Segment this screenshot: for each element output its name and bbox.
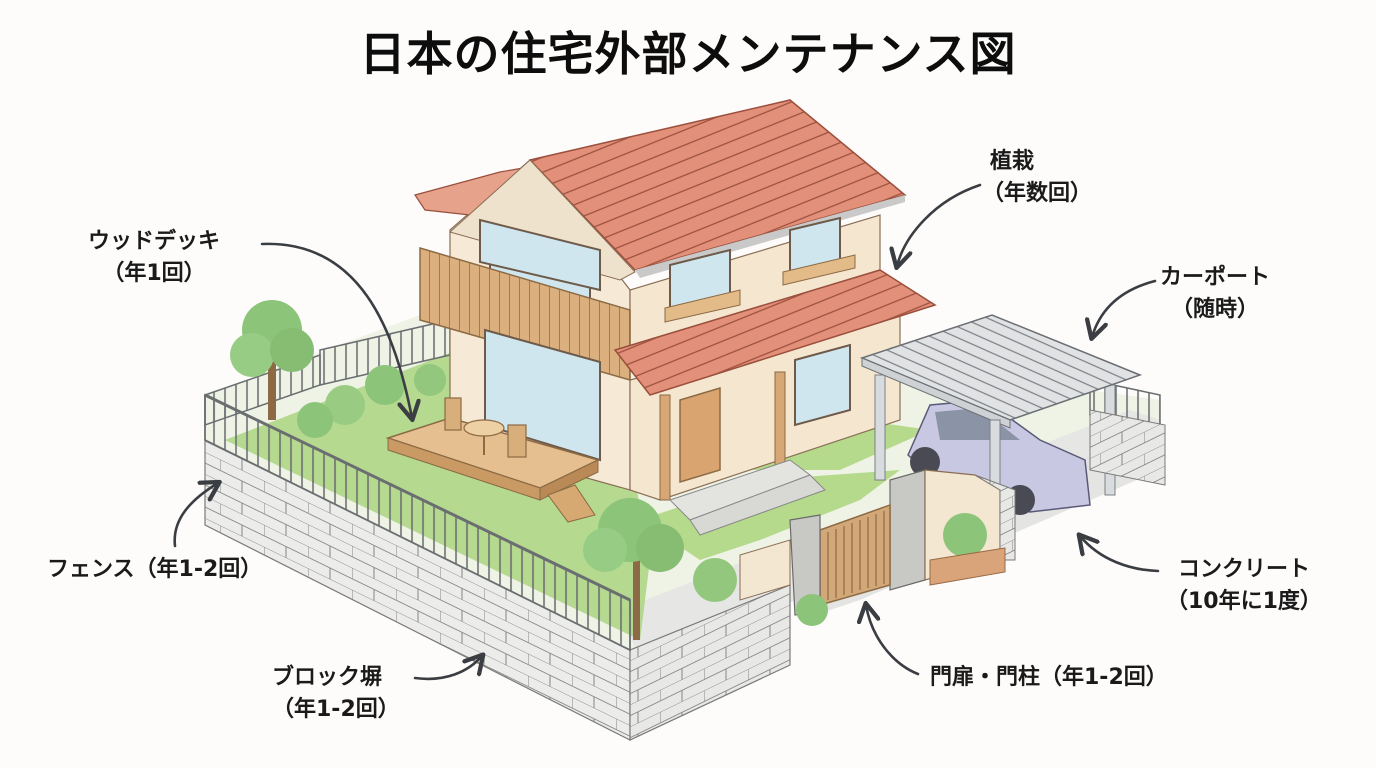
page-title: 日本の住宅外部メンテナンス図 [359, 27, 1017, 81]
gate-and-posts [789, 469, 1016, 626]
label-planting: 植栽 （年数回） [982, 146, 1092, 210]
callout-arrows [173, 183, 1160, 681]
label-concrete-frequency: （10年に1度） [1166, 589, 1322, 614]
garden-trees [230, 300, 446, 438]
label-carport-frequency: （随時） [1171, 297, 1260, 322]
arrow-carport [1092, 279, 1157, 337]
label-planting-frequency: （年数回） [982, 181, 1093, 206]
label-wood-deck: ウッドデッキ （年1回） [88, 226, 220, 290]
arrow-wood-deck [260, 242, 412, 418]
label-concrete: コンクリート （10年に1度） [1166, 554, 1322, 618]
arrow-concrete [1080, 536, 1160, 573]
label-wood-deck-name: ウッドデッキ [88, 229, 221, 254]
label-concrete-name: コンクリート [1177, 557, 1310, 582]
label-block-wall: ブロック塀 （年1-2回） [272, 662, 400, 726]
right-block-wall [1089, 409, 1166, 486]
label-fence-name: フェンス（年1-2回） [47, 557, 263, 582]
label-fence: フェンス（年1-2回） [47, 554, 262, 586]
label-block-wall-name: ブロック塀 [272, 665, 383, 690]
label-block-wall-frequency: （年1-2回） [272, 697, 400, 722]
front-tree [583, 498, 737, 640]
arrow-gate [866, 605, 920, 676]
arrow-block-wall [413, 656, 482, 681]
label-carport: カーポート （随時） [1160, 262, 1270, 326]
wood-deck [385, 397, 601, 523]
arrow-planting [897, 183, 982, 266]
label-gate-name: 門扉・門柱（年1-2回） [930, 665, 1168, 690]
label-planting-name: 植栽 [990, 149, 1035, 174]
label-wood-deck-frequency: （年1回） [102, 261, 206, 286]
label-carport-name: カーポート [1160, 265, 1271, 290]
label-gate: 門扉・門柱（年1-2回） [930, 662, 1168, 694]
arrow-fence [173, 483, 218, 548]
front-fence [204, 393, 631, 652]
